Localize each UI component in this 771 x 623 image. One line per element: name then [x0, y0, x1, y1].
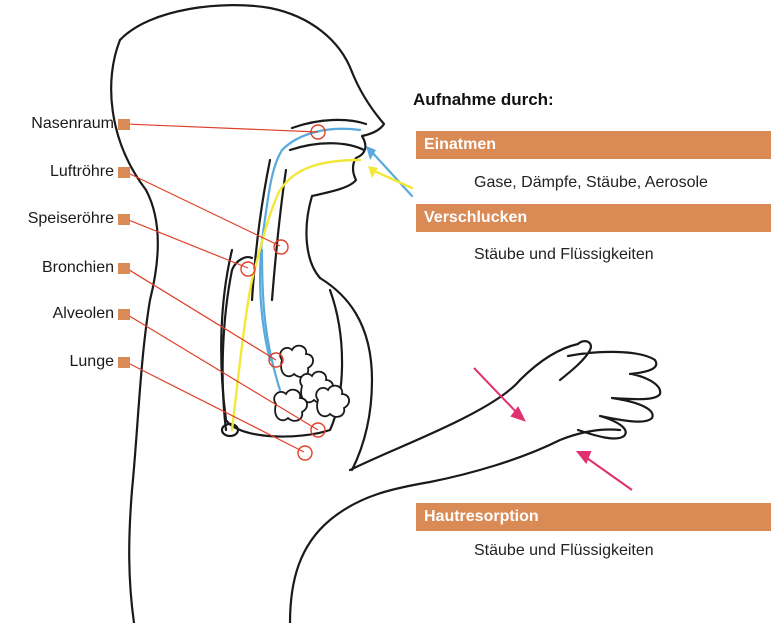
- inhale-arrowhead: [366, 146, 376, 160]
- label-marker-speiseroehre: [118, 214, 130, 225]
- label-marker-lunge: [118, 357, 130, 368]
- alveoli-cluster: [280, 346, 313, 377]
- throat-outline: [252, 160, 286, 300]
- hand-outline: [520, 341, 660, 438]
- trachea-end: [222, 424, 238, 436]
- skin-arrow-lower: [584, 456, 632, 490]
- trachea-tube: [223, 257, 252, 430]
- leader-luftroehre: [126, 172, 280, 246]
- label-lunge: Lunge: [4, 353, 114, 371]
- label-marker-bronchien: [118, 263, 130, 274]
- label-marker-alveolen: [118, 309, 130, 320]
- label-alveolen: Alveolen: [4, 305, 114, 323]
- label-marker-nasenraum: [118, 119, 130, 130]
- route-bar-einatmen: Einatmen: [416, 131, 771, 159]
- chest-outline: [320, 278, 372, 470]
- leader-nasenraum: [126, 124, 318, 132]
- route-desc-einatmen: Gase, Dämpfe, Stäube, Aerosole: [474, 174, 708, 192]
- skin-arrowhead-lower: [578, 452, 590, 462]
- route-desc-verschlucken: Stäube und Flüssigkeiten: [474, 246, 654, 264]
- label-luftroehre: Luftröhre: [4, 163, 114, 181]
- marker-speiseroehre: [241, 262, 255, 276]
- leader-speiseroehre: [126, 219, 248, 268]
- label-bronchien: Bronchien: [4, 259, 114, 277]
- label-nasenraum: Nasenraum: [4, 115, 114, 133]
- inhale-path: [262, 250, 280, 390]
- alveoli-cluster: [316, 386, 349, 417]
- nasal-cavity: [290, 120, 366, 150]
- route-bar-hautresorption: Hautresorption: [416, 503, 771, 531]
- route-bar-verschlucken: Verschlucken: [416, 204, 771, 232]
- head-back-outline: [120, 5, 352, 72]
- marker-lunge: [298, 446, 312, 460]
- route-desc-hautresorption: Stäube und Flüssigkeiten: [474, 542, 654, 560]
- label-speiseroehre: Speiseröhre: [4, 210, 114, 228]
- label-marker-luftroehre: [118, 167, 130, 178]
- arm-upper-outline: [350, 380, 520, 470]
- routes-heading: Aufnahme durch:: [413, 90, 554, 110]
